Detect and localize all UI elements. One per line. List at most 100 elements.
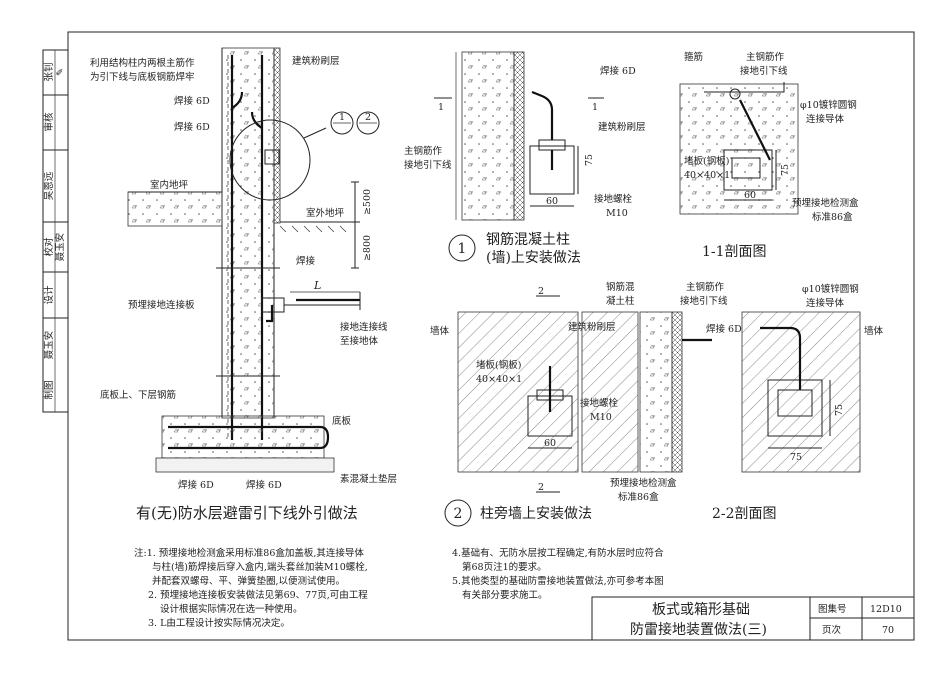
- circle-ref-2: 2: [365, 112, 371, 123]
- label-weld-5: 焊接 6D: [246, 479, 282, 491]
- note-line: 并配套双螺母、平、弹簧垫圈,以便测试使用。: [152, 575, 345, 587]
- note-line: 第68页注1的要求。: [462, 561, 547, 573]
- d2-caption: 柱旁墙上安装做法: [480, 505, 592, 522]
- side-role-design: 设计: [43, 285, 55, 305]
- s11-stirrup: 箍筋: [684, 51, 703, 63]
- d2-number: 2: [454, 506, 463, 522]
- label-outdoor-floor: 室外地坪: [306, 207, 345, 219]
- s11-main-rebar-2: 接地引下线: [740, 65, 788, 77]
- caption-left-detail: 有(无)防水层避雷引下线外引做法: [136, 504, 358, 522]
- label-bottom-rebar: 底板上、下层钢筋: [100, 389, 176, 401]
- d2-section-mark-bottom: 2: [538, 482, 544, 493]
- d1-section-mark-left: 1: [438, 102, 444, 113]
- label-main-rebar: 利用结构柱内两根主筋作: [90, 57, 195, 69]
- d1-caption-2: (墙)上安装做法: [486, 250, 581, 266]
- side-signature-panel: 张钊 ✎ 审核 吴恩远 校对 聂玉安 设计 聂玉安 制图: [42, 49, 69, 413]
- side-role-proof: 校对: [43, 237, 55, 257]
- side-role-signature: 张钊: [43, 62, 55, 81]
- title-line-1: 板式或箱形基础: [652, 601, 750, 618]
- d2-bolt-2: M10: [590, 412, 612, 423]
- label-conn-line-2: 至接地体: [340, 335, 379, 347]
- page-number: 70: [882, 625, 894, 636]
- d1-plaster: 建筑粉刷层: [598, 121, 646, 133]
- s22-dim-75h: 75: [790, 452, 802, 463]
- notes-left: 注:1. 预埋接地检测盒采用标准86盒加盖板,其连接导体 与柱(墙)筋焊接后穿入…: [134, 547, 368, 629]
- s11-plate: 堵板(钢板): [684, 155, 729, 167]
- detail-2: [457, 295, 712, 493]
- label-cushion: 素混凝土垫层: [340, 473, 397, 485]
- d1-dim-75: 75: [584, 154, 595, 166]
- side-role-review: 审核: [43, 112, 55, 132]
- d1-section-mark-right: 1: [592, 102, 598, 113]
- d2-plate-size: 40×40×1: [476, 374, 522, 385]
- d1-bolt-2: M10: [606, 208, 628, 219]
- notes-right: 4.基础有、无防水层按工程确定,有防水层时应符合 第68页注1的要求。 5.其他…: [452, 547, 664, 601]
- d1-bolt: 接地螺栓: [594, 193, 633, 205]
- d2-section-mark-top: 2: [538, 286, 544, 297]
- left-detail: [127, 47, 361, 473]
- s11-steel-bar-2: 连接导体: [806, 113, 845, 125]
- s11-caption: 1-1剖面图: [702, 244, 767, 260]
- s22-steel-bar: φ10镀锌圆钢: [802, 283, 859, 295]
- d1-caption-1: 钢筋混凝土柱: [486, 231, 570, 248]
- label-main-rebar-2: 为引下线与底板钢筋焊牢: [90, 71, 195, 83]
- label-slab: 底板: [332, 415, 352, 427]
- note-line: 4.基础有、无防水层按工程确定,有防水层时应符合: [452, 547, 664, 559]
- d2-column-2: 凝土柱: [606, 295, 635, 307]
- circle-ref-1: 1: [339, 112, 345, 123]
- side-name-proof: 聂玉安: [54, 233, 66, 262]
- d1-number: 1: [458, 241, 467, 257]
- s11-box: 预埋接地检测盒: [792, 197, 859, 209]
- d2-wall-left: 墙体: [430, 325, 450, 337]
- s22-wall-right: 墙体: [864, 325, 884, 337]
- label-weld-1: 焊接 6D: [174, 95, 210, 107]
- note-line: 与柱(墙)筋焊接后穿入盒内,端头套丝加装M10螺栓,: [152, 561, 368, 573]
- note-line: 5.其他类型的基础防雷接地装置做法,亦可参考本图: [452, 575, 664, 587]
- s11-dim-60: 60: [744, 190, 756, 201]
- label-weld-4: 焊接 6D: [178, 479, 214, 491]
- dim-L: L: [313, 279, 321, 292]
- label-conn-line: 接地连接线: [340, 321, 388, 333]
- title-block: [591, 596, 915, 641]
- note-line: 有关部分要求施工。: [462, 589, 548, 601]
- s11-dim-75: 75: [780, 164, 791, 176]
- d2-plate: 堵板(钢板): [476, 359, 521, 371]
- dim-800: ≥800: [362, 235, 373, 261]
- label-weld-2: 焊接 6D: [174, 121, 210, 133]
- d2-plaster: 建筑粉刷层: [568, 321, 616, 333]
- title-line-2: 防雷接地装置做法(三): [630, 621, 767, 638]
- note-line: 注:1. 预埋接地检测盒采用标准86盒加盖板,其连接导体: [134, 547, 364, 559]
- detail-1: [434, 51, 604, 221]
- d2-bolt: 接地螺栓: [580, 397, 619, 409]
- label-plaster-left: 建筑粉刷层: [292, 55, 340, 67]
- note-line: 2. 预埋接地连接板安装做法见第69、77页,可由工程: [148, 589, 368, 601]
- d2-weld: 焊接 6D: [706, 323, 742, 335]
- s22-caption: 2-2剖面图: [712, 506, 777, 522]
- note-line: 设计根据实际情况在选一种使用。: [160, 603, 303, 615]
- side-name-design: 聂玉安: [43, 331, 55, 360]
- s11-box-2: 标准86盒: [812, 211, 853, 223]
- section-1-1: [679, 82, 799, 215]
- d2-main-rebar-2: 接地引下线: [680, 295, 728, 307]
- d2-box-2: 标准86盒: [618, 491, 659, 503]
- note-line: 3. L由工程设计按实际情况决定。: [148, 617, 290, 629]
- d1-main-rebar-2: 接地引下线: [404, 159, 452, 171]
- side-name-review: 吴恩远: [44, 171, 55, 200]
- d2-dim-60: 60: [544, 438, 556, 449]
- d2-box: 预埋接地检测盒: [610, 477, 677, 489]
- atlas-number: 12D10: [870, 604, 902, 615]
- d1-main-rebar: 主钢筋作: [404, 145, 443, 157]
- d1-weld: 焊接 6D: [600, 65, 636, 77]
- label-embedded-plate: 预埋接地连接板: [128, 299, 195, 311]
- section-2-2: [741, 311, 861, 473]
- page-label: 页次: [822, 624, 842, 636]
- d2-main-rebar: 主钢筋作: [686, 281, 725, 293]
- s11-main-rebar: 主钢筋作: [746, 51, 785, 63]
- d1-dim-60: 60: [546, 196, 558, 207]
- s22-dim-75v: 75: [834, 404, 845, 416]
- label-weld-3: 焊接: [296, 255, 316, 267]
- label-indoor-floor: 室内地坪: [150, 179, 189, 191]
- s11-steel-bar: φ10镀锌圆钢: [800, 99, 857, 111]
- d2-column: 钢筋混: [606, 281, 635, 293]
